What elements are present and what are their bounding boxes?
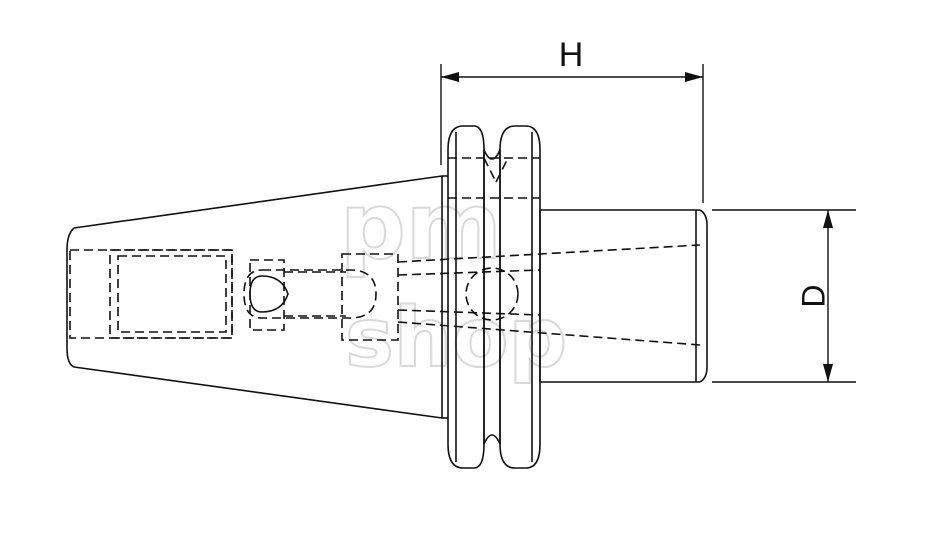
flange-hidden-lines [448,157,540,199]
internal-hidden-lines [69,244,701,346]
taper-cone [66,175,448,419]
dimension-h: H [440,36,704,203]
shank [539,209,708,383]
d-arrowhead-bottom [823,364,833,382]
flange [447,125,541,469]
h-arrowhead-right [685,72,703,82]
watermark-line-1: pm [340,173,502,280]
h-arrowhead-left [441,72,459,82]
dimension-h-label: H [559,36,584,74]
watermark: pm shop [339,172,568,387]
d-arrowhead-top [823,210,833,228]
dimension-d: D [712,209,856,383]
dimension-d-label: D [795,284,831,307]
